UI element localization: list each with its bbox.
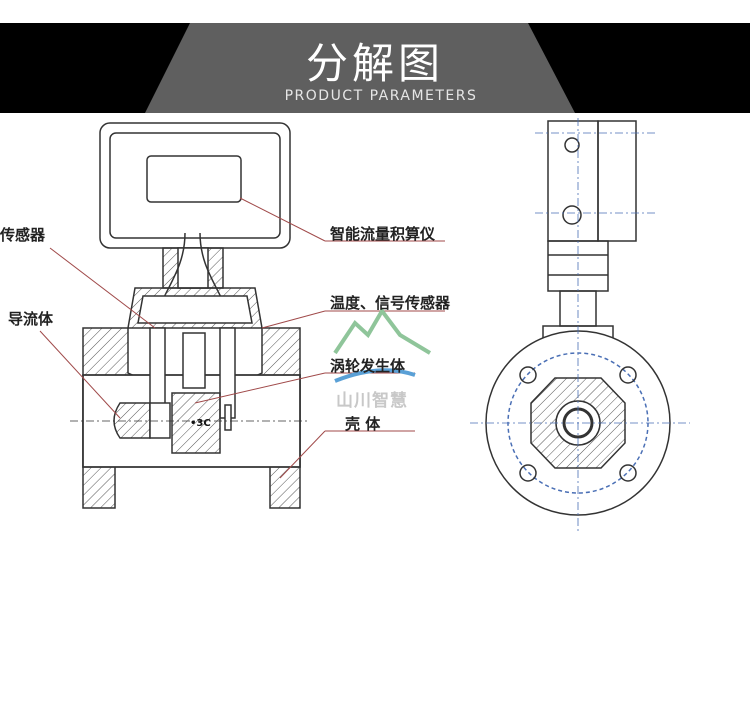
label-flow-guide: 导流体 xyxy=(8,310,54,328)
header-trapezoid xyxy=(145,23,575,113)
label-temp-signal-sensor: 温度、信号传感器 xyxy=(330,294,451,312)
label-housing: 壳 体 xyxy=(345,415,381,433)
watermark-logo xyxy=(333,307,432,383)
watermark-text: 山川智慧 xyxy=(336,391,408,411)
exploded-diagram: •3C xyxy=(39,118,690,533)
label-integrator: 智能流量积算仪 xyxy=(330,225,436,243)
label-sensor: 传感器 xyxy=(0,226,46,244)
svg-text:•3C: •3C xyxy=(190,418,211,429)
label-vortex-generator: 涡轮发生体 xyxy=(330,357,406,375)
page-subtitle: PRODUCT PARAMETERS xyxy=(284,88,478,104)
leader-lines xyxy=(39,197,445,479)
front-view xyxy=(470,118,690,533)
page-title: 分解图 xyxy=(305,39,444,88)
side-view: •3C xyxy=(70,122,310,509)
